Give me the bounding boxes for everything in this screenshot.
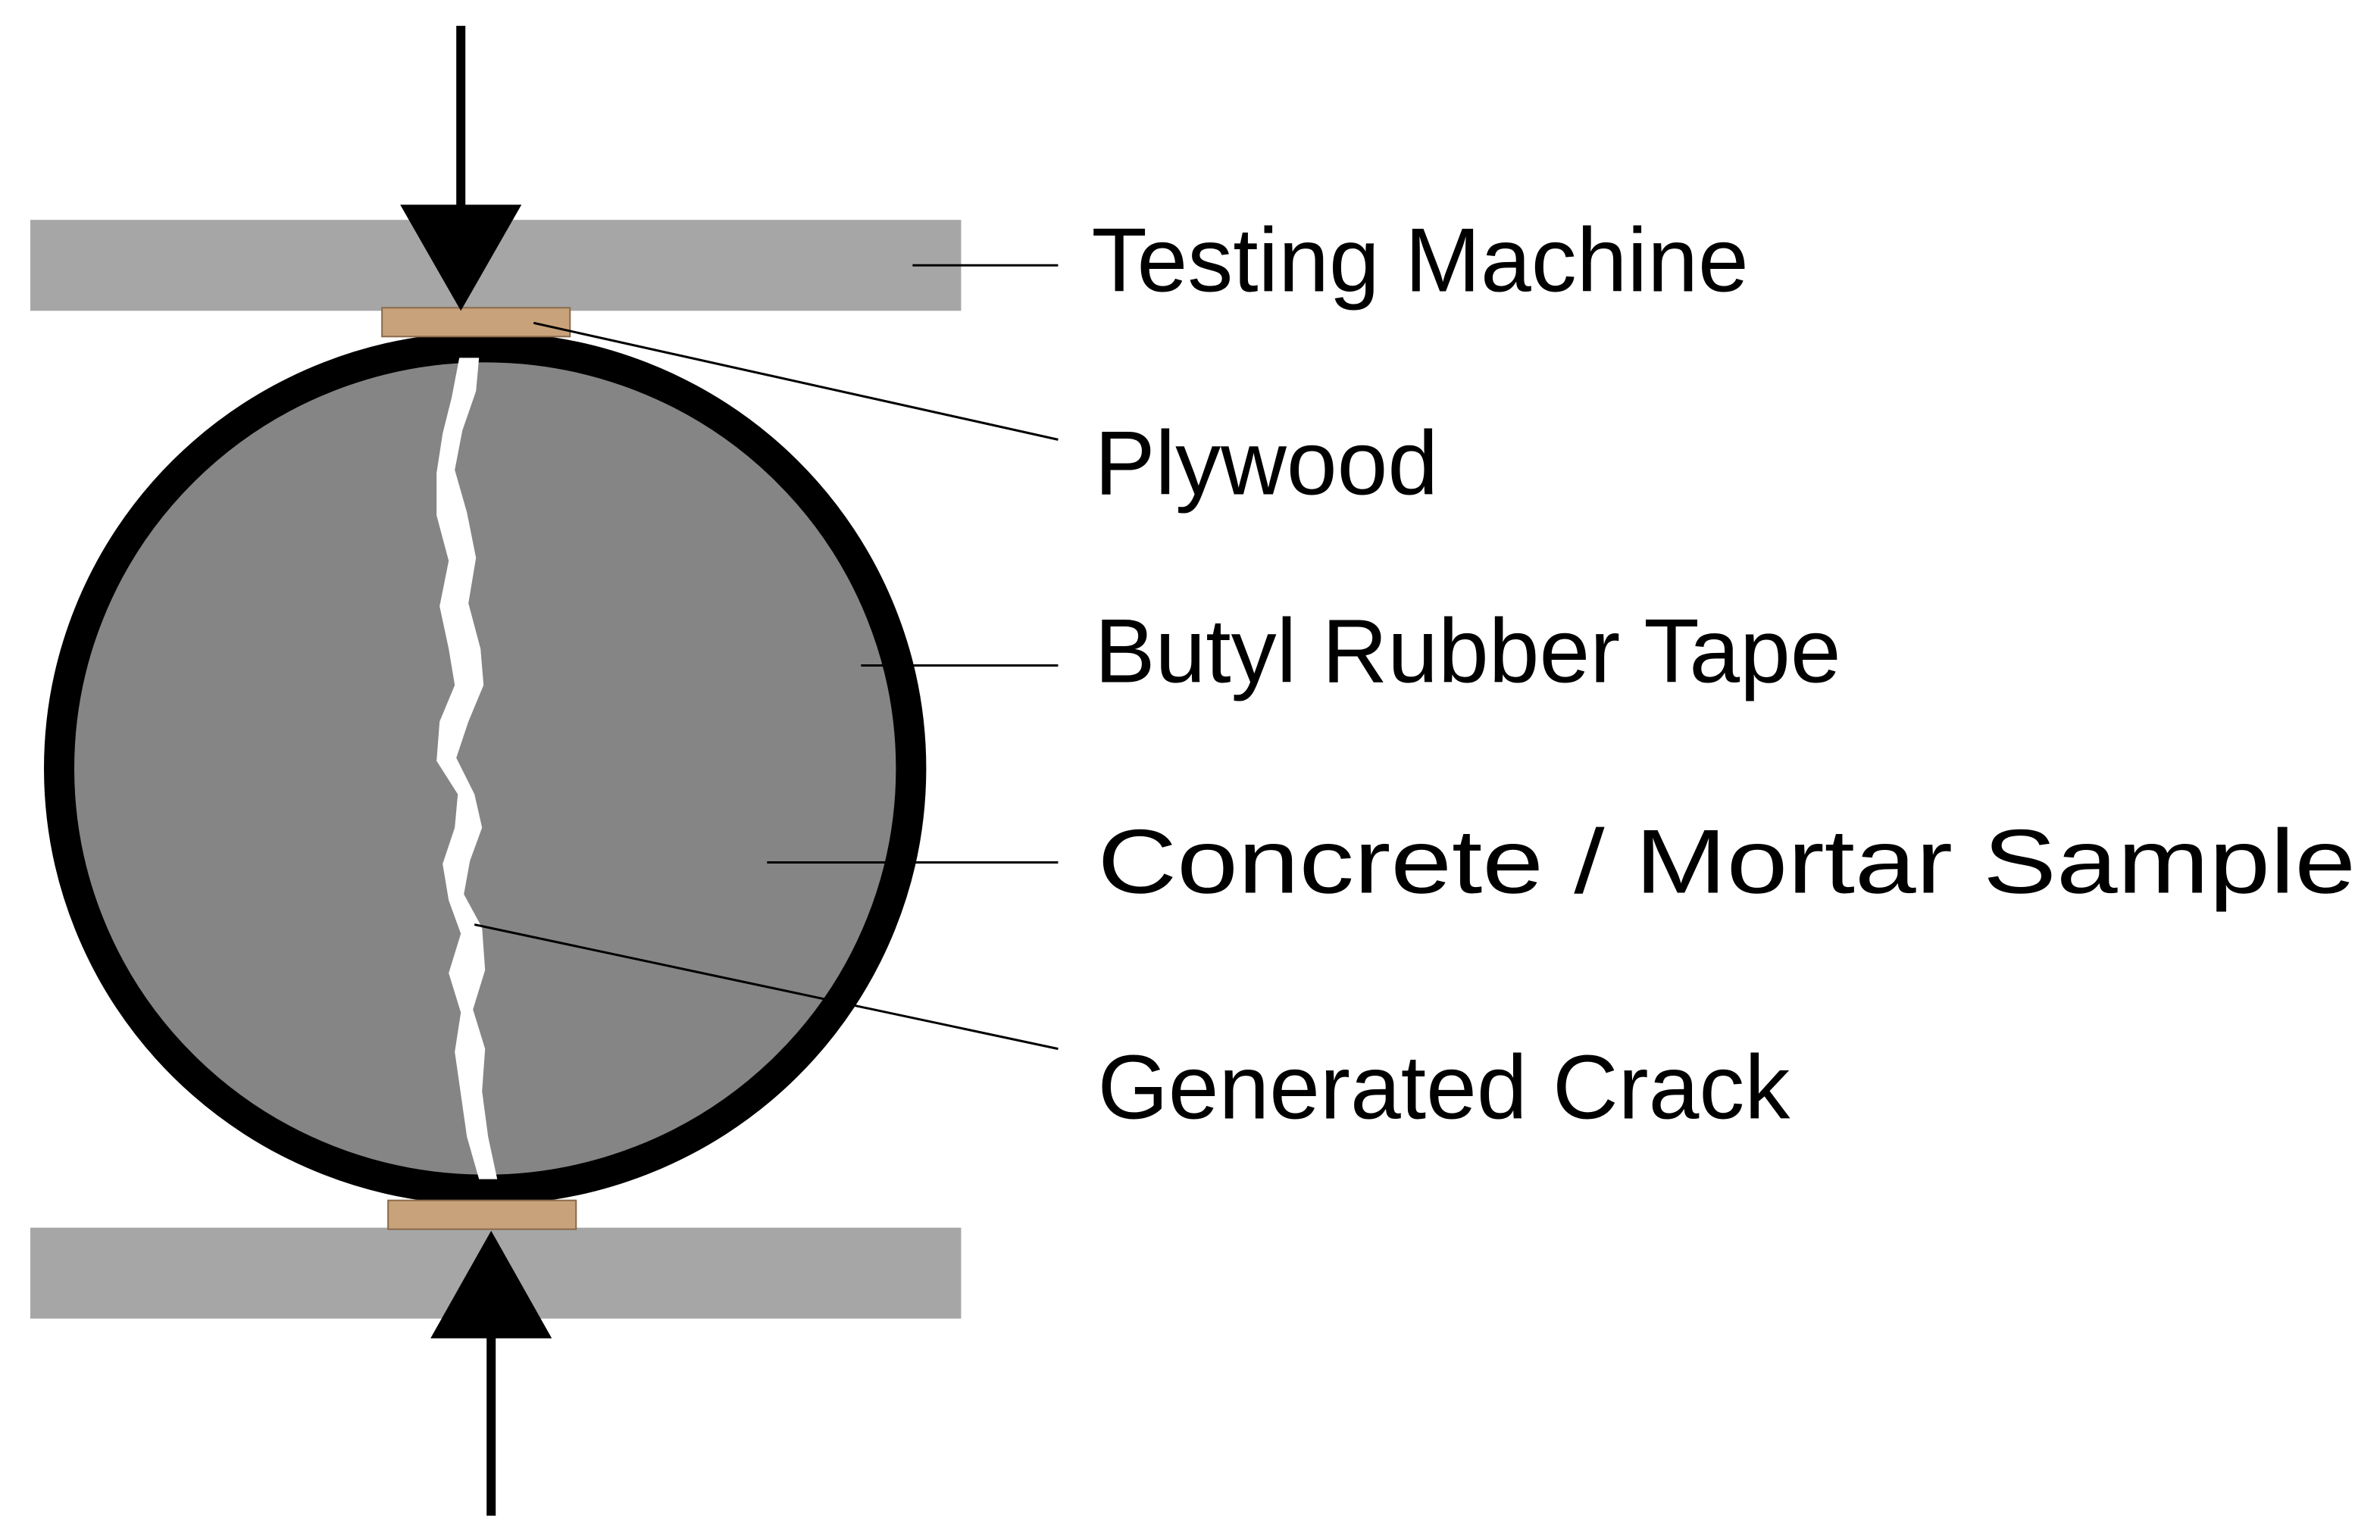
plywood-leader [533,321,1059,441]
top-load-arrow-head [400,205,522,311]
butyl-rubber-tape-label: Butyl Rubber Tape [1094,600,1841,701]
generated-crack-leader [474,923,1059,1051]
bottom-load-arrow-head [430,1230,552,1339]
upper-plywood [381,307,571,338]
plywood-label: Plywood [1094,412,1438,514]
generated-crack-label: Generated Crack [1097,1037,1790,1139]
lower-plywood [387,1199,577,1230]
sample-label: Concrete / Mortar Sample [1097,811,2356,913]
generated-crack [436,358,498,1179]
concrete-sample [44,332,927,1205]
testing-machine-label: Testing Machine [1091,209,1748,311]
